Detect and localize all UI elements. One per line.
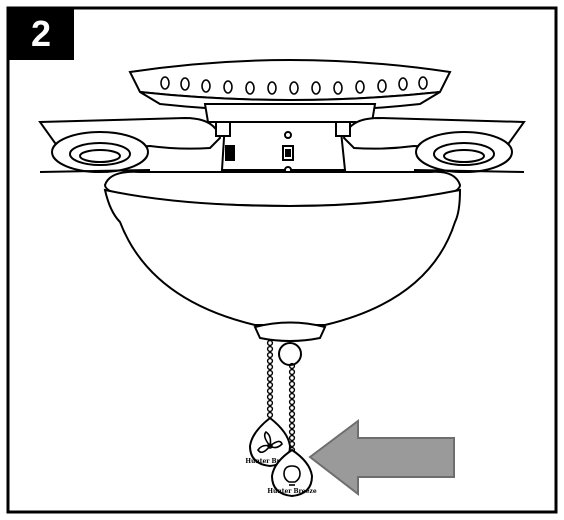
- step-number: 2: [30, 13, 52, 54]
- fan-pendant: Hunter Breeze: [245, 416, 295, 468]
- pull-chain-fan: [266, 339, 274, 419]
- blade-arm-left: [38, 116, 222, 173]
- switch-housing: [215, 121, 351, 174]
- light-pendant: Hunter Breeze: [267, 448, 317, 498]
- pull-chain-light: [288, 362, 296, 454]
- step-number-badge: 2: [8, 8, 74, 60]
- glass-bowl: [103, 188, 462, 326]
- light-pendant-label: Hunter Breeze: [267, 488, 317, 495]
- bowl-finial: [253, 321, 327, 366]
- bulb-symbol-icon: [283, 465, 301, 486]
- arrow-left-icon: [308, 419, 455, 497]
- fan-symbol-icon: [257, 430, 283, 454]
- fan-pendant-label: Hunter Breeze: [245, 458, 295, 465]
- ceiling-canopy: [128, 59, 452, 123]
- blade-arm-right: [342, 116, 526, 173]
